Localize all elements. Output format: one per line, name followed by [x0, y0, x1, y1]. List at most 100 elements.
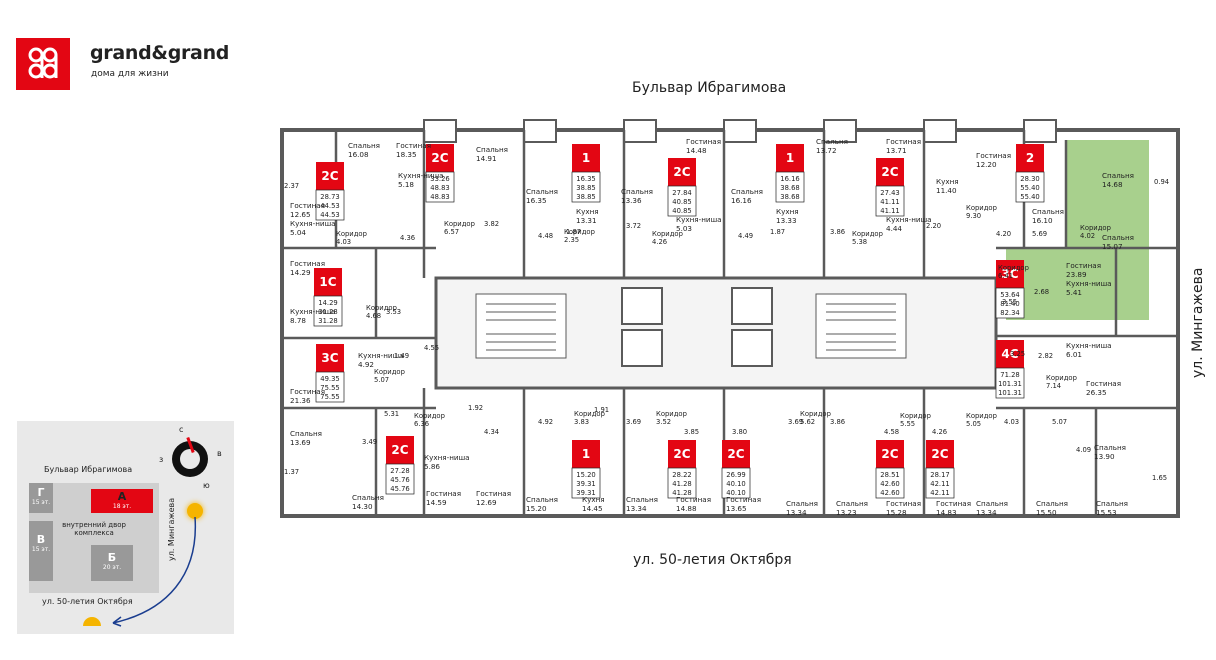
site-map: Бульвар Ибрагимова ул. 50-летия Октября …	[17, 421, 234, 634]
room-area: 12.20	[976, 160, 997, 169]
tag-badge	[314, 268, 342, 296]
living-area: 28.22	[672, 471, 691, 479]
room-area: 13.71	[886, 146, 907, 155]
area-value: 1.49	[394, 352, 409, 360]
tag-area-box	[571, 467, 601, 499]
corridor-name: Коридор	[900, 412, 931, 420]
living-area: 28.73	[320, 193, 339, 201]
area-value: 3.49	[362, 438, 377, 446]
room-name: Спальня	[1094, 443, 1126, 452]
highlight-3c	[1006, 248, 1149, 320]
brand-logo	[16, 38, 70, 90]
tag-badge	[316, 162, 344, 190]
room-name: Спальня	[1096, 499, 1128, 508]
room-name: Спальня	[1032, 207, 1064, 216]
living-area: 27.28	[390, 467, 409, 475]
room-area: 14.29	[290, 268, 311, 277]
area-value: 4.20	[996, 230, 1011, 238]
area-value: 4.58	[884, 428, 899, 436]
tag-area-box	[667, 467, 697, 499]
living-area: 27.43	[880, 189, 899, 197]
room-name: Кухня-ниша	[886, 215, 932, 224]
apartment-type: 1C	[319, 275, 336, 289]
area-value: 1.87	[566, 228, 581, 236]
tag-badge	[876, 158, 904, 186]
total-area: 42.60	[880, 480, 899, 488]
room-area: 13.69	[290, 438, 311, 447]
tag-badge	[316, 344, 344, 372]
room-labels: Спальня16.08Гостиная18.35Спальня14.91Гос…	[284, 137, 1169, 517]
room-area: 5.41	[1066, 288, 1082, 297]
room-area: 13.23	[836, 508, 857, 517]
living-area: 49.35	[320, 375, 339, 383]
living-area: 71.28	[1000, 371, 1019, 379]
corridor-name: Коридор	[800, 410, 831, 418]
living-area: 27.84	[672, 189, 691, 197]
room-area: 13.34	[976, 508, 997, 517]
room-name: Кухня-ниша	[424, 453, 470, 462]
tag-area-box	[385, 463, 415, 495]
total-area: 45.76	[390, 476, 409, 484]
room-area: 12.65	[290, 210, 311, 219]
room-area: 15.20	[526, 504, 547, 513]
room-name: Гостиная	[426, 489, 461, 498]
room-name: Спальня	[352, 493, 384, 502]
room-name: Спальня	[290, 429, 322, 438]
corridor-name: Коридор	[564, 228, 595, 236]
area-value: 3.72	[626, 222, 641, 230]
apartment-type: 1	[582, 151, 590, 165]
room-area: 11.40	[936, 186, 957, 195]
corridor-name: Коридор	[852, 230, 883, 238]
sun-path-arrow-icon	[112, 516, 197, 627]
apartment-type: 2C	[727, 447, 744, 461]
room-area: 5.86	[424, 462, 440, 471]
room-name: Спальня	[348, 141, 380, 150]
room-area: 15.50	[1036, 508, 1057, 517]
room-area: 5.03	[676, 224, 692, 233]
tag-area-box	[875, 467, 905, 499]
stairs	[475, 293, 907, 359]
total-area-with-balcony: 101.31	[998, 389, 1022, 397]
compass-south: ю	[203, 481, 210, 490]
room-area: 14.59	[426, 498, 447, 507]
apartment-type: 2C	[391, 443, 408, 457]
corridor-name: Коридор	[1080, 224, 1111, 232]
total-area: 101.31	[998, 380, 1022, 388]
corridor-name: Коридор	[444, 220, 475, 228]
room-name: Кухня	[776, 207, 799, 216]
room-area: 14.68	[1102, 180, 1123, 189]
street-right-label: ул. Мингажева	[1190, 267, 1206, 378]
